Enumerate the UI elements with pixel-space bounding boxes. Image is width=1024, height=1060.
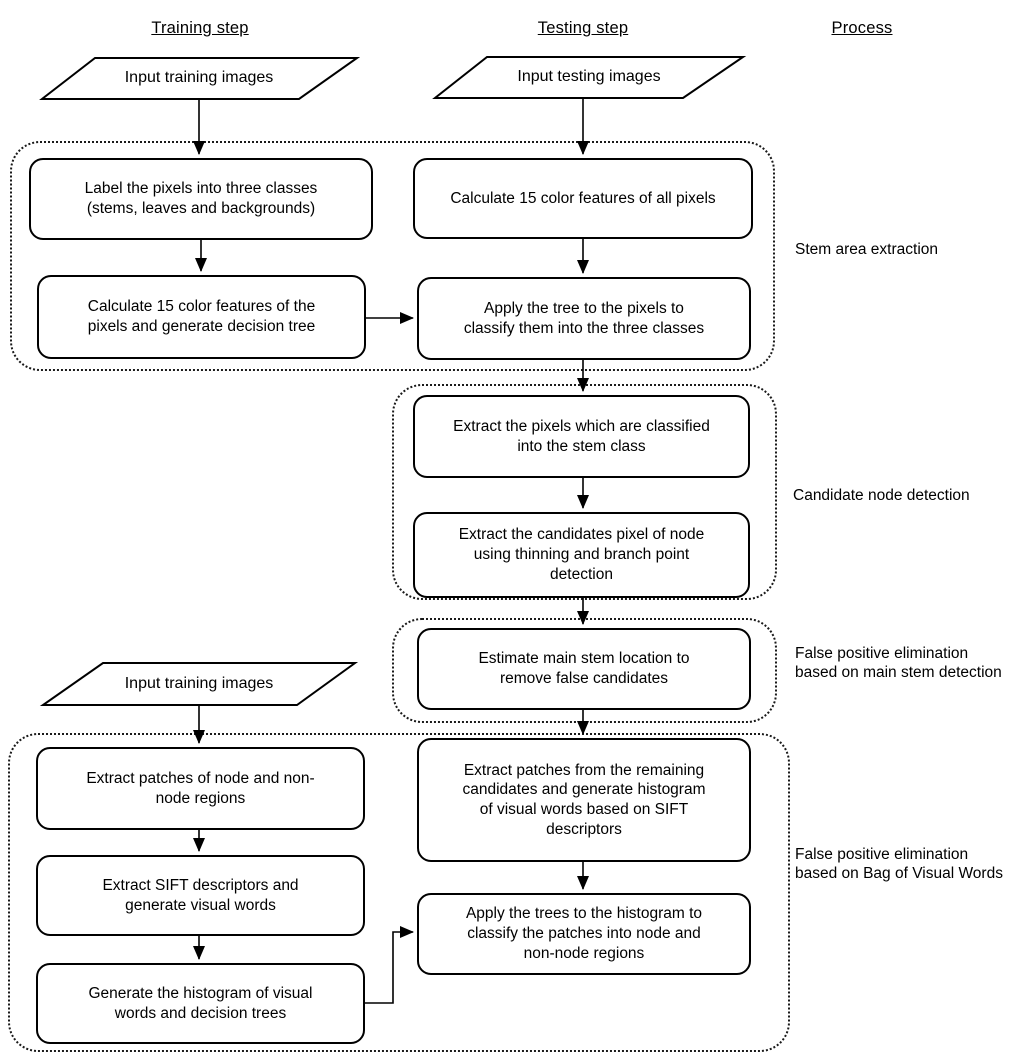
input-training-top-label: Input training images xyxy=(124,69,274,86)
box-extract-sift: Extract SIFT descriptors and generate vi… xyxy=(36,855,365,936)
box-apply-tree-pixels: Apply the tree to the pixels to classify… xyxy=(417,277,751,360)
box-label-pixels: Label the pixels into three classes (ste… xyxy=(29,158,373,240)
arrow-generate-histogram-to-apply-trees-elbow xyxy=(365,926,414,1004)
parallelogram-input-testing-top xyxy=(432,56,747,99)
process-label-fp-main-stem: False positive elimination based on main… xyxy=(795,645,1002,682)
parallelogram-input-training-top xyxy=(39,57,361,100)
box-generate-histogram: Generate the histogram of visual words a… xyxy=(36,963,365,1044)
column-header-process: Process xyxy=(831,19,893,37)
column-header-training-step: Training step xyxy=(151,19,249,37)
box-calc-features-all: Calculate 15 color features of all pixel… xyxy=(413,158,753,239)
input-testing-top-label: Input testing images xyxy=(517,68,661,85)
process-label-stem-area-extraction: Stem area extraction xyxy=(795,241,939,258)
box-extract-patches-nodes: Extract patches of node and non- node re… xyxy=(36,747,365,830)
process-label-candidate-node-detection: Candidate node detection xyxy=(793,487,970,504)
region-fp-elimination-bovw xyxy=(8,733,790,1052)
box-extract-candidates: Extract the candidates pixel of node usi… xyxy=(413,512,750,598)
box-calc-features-tree: Calculate 15 color features of the pixel… xyxy=(37,275,366,359)
box-estimate-main-stem: Estimate main stem location to remove fa… xyxy=(417,628,751,710)
process-label-fp-bovw: False positive elimination based on Bag … xyxy=(795,846,1003,883)
column-header-testing-step: Testing step xyxy=(537,19,629,37)
parallelogram-input-training-bottom xyxy=(39,662,359,706)
input-training-bottom-label: Input training images xyxy=(124,675,274,692)
box-extract-stem-pixels: Extract the pixels which are classified … xyxy=(413,395,750,478)
box-extract-patches-remaining: Extract patches from the remaining candi… xyxy=(417,738,751,862)
box-apply-trees-histogram: Apply the trees to the histogram to clas… xyxy=(417,893,751,975)
region-stem-area-extraction xyxy=(10,141,775,371)
